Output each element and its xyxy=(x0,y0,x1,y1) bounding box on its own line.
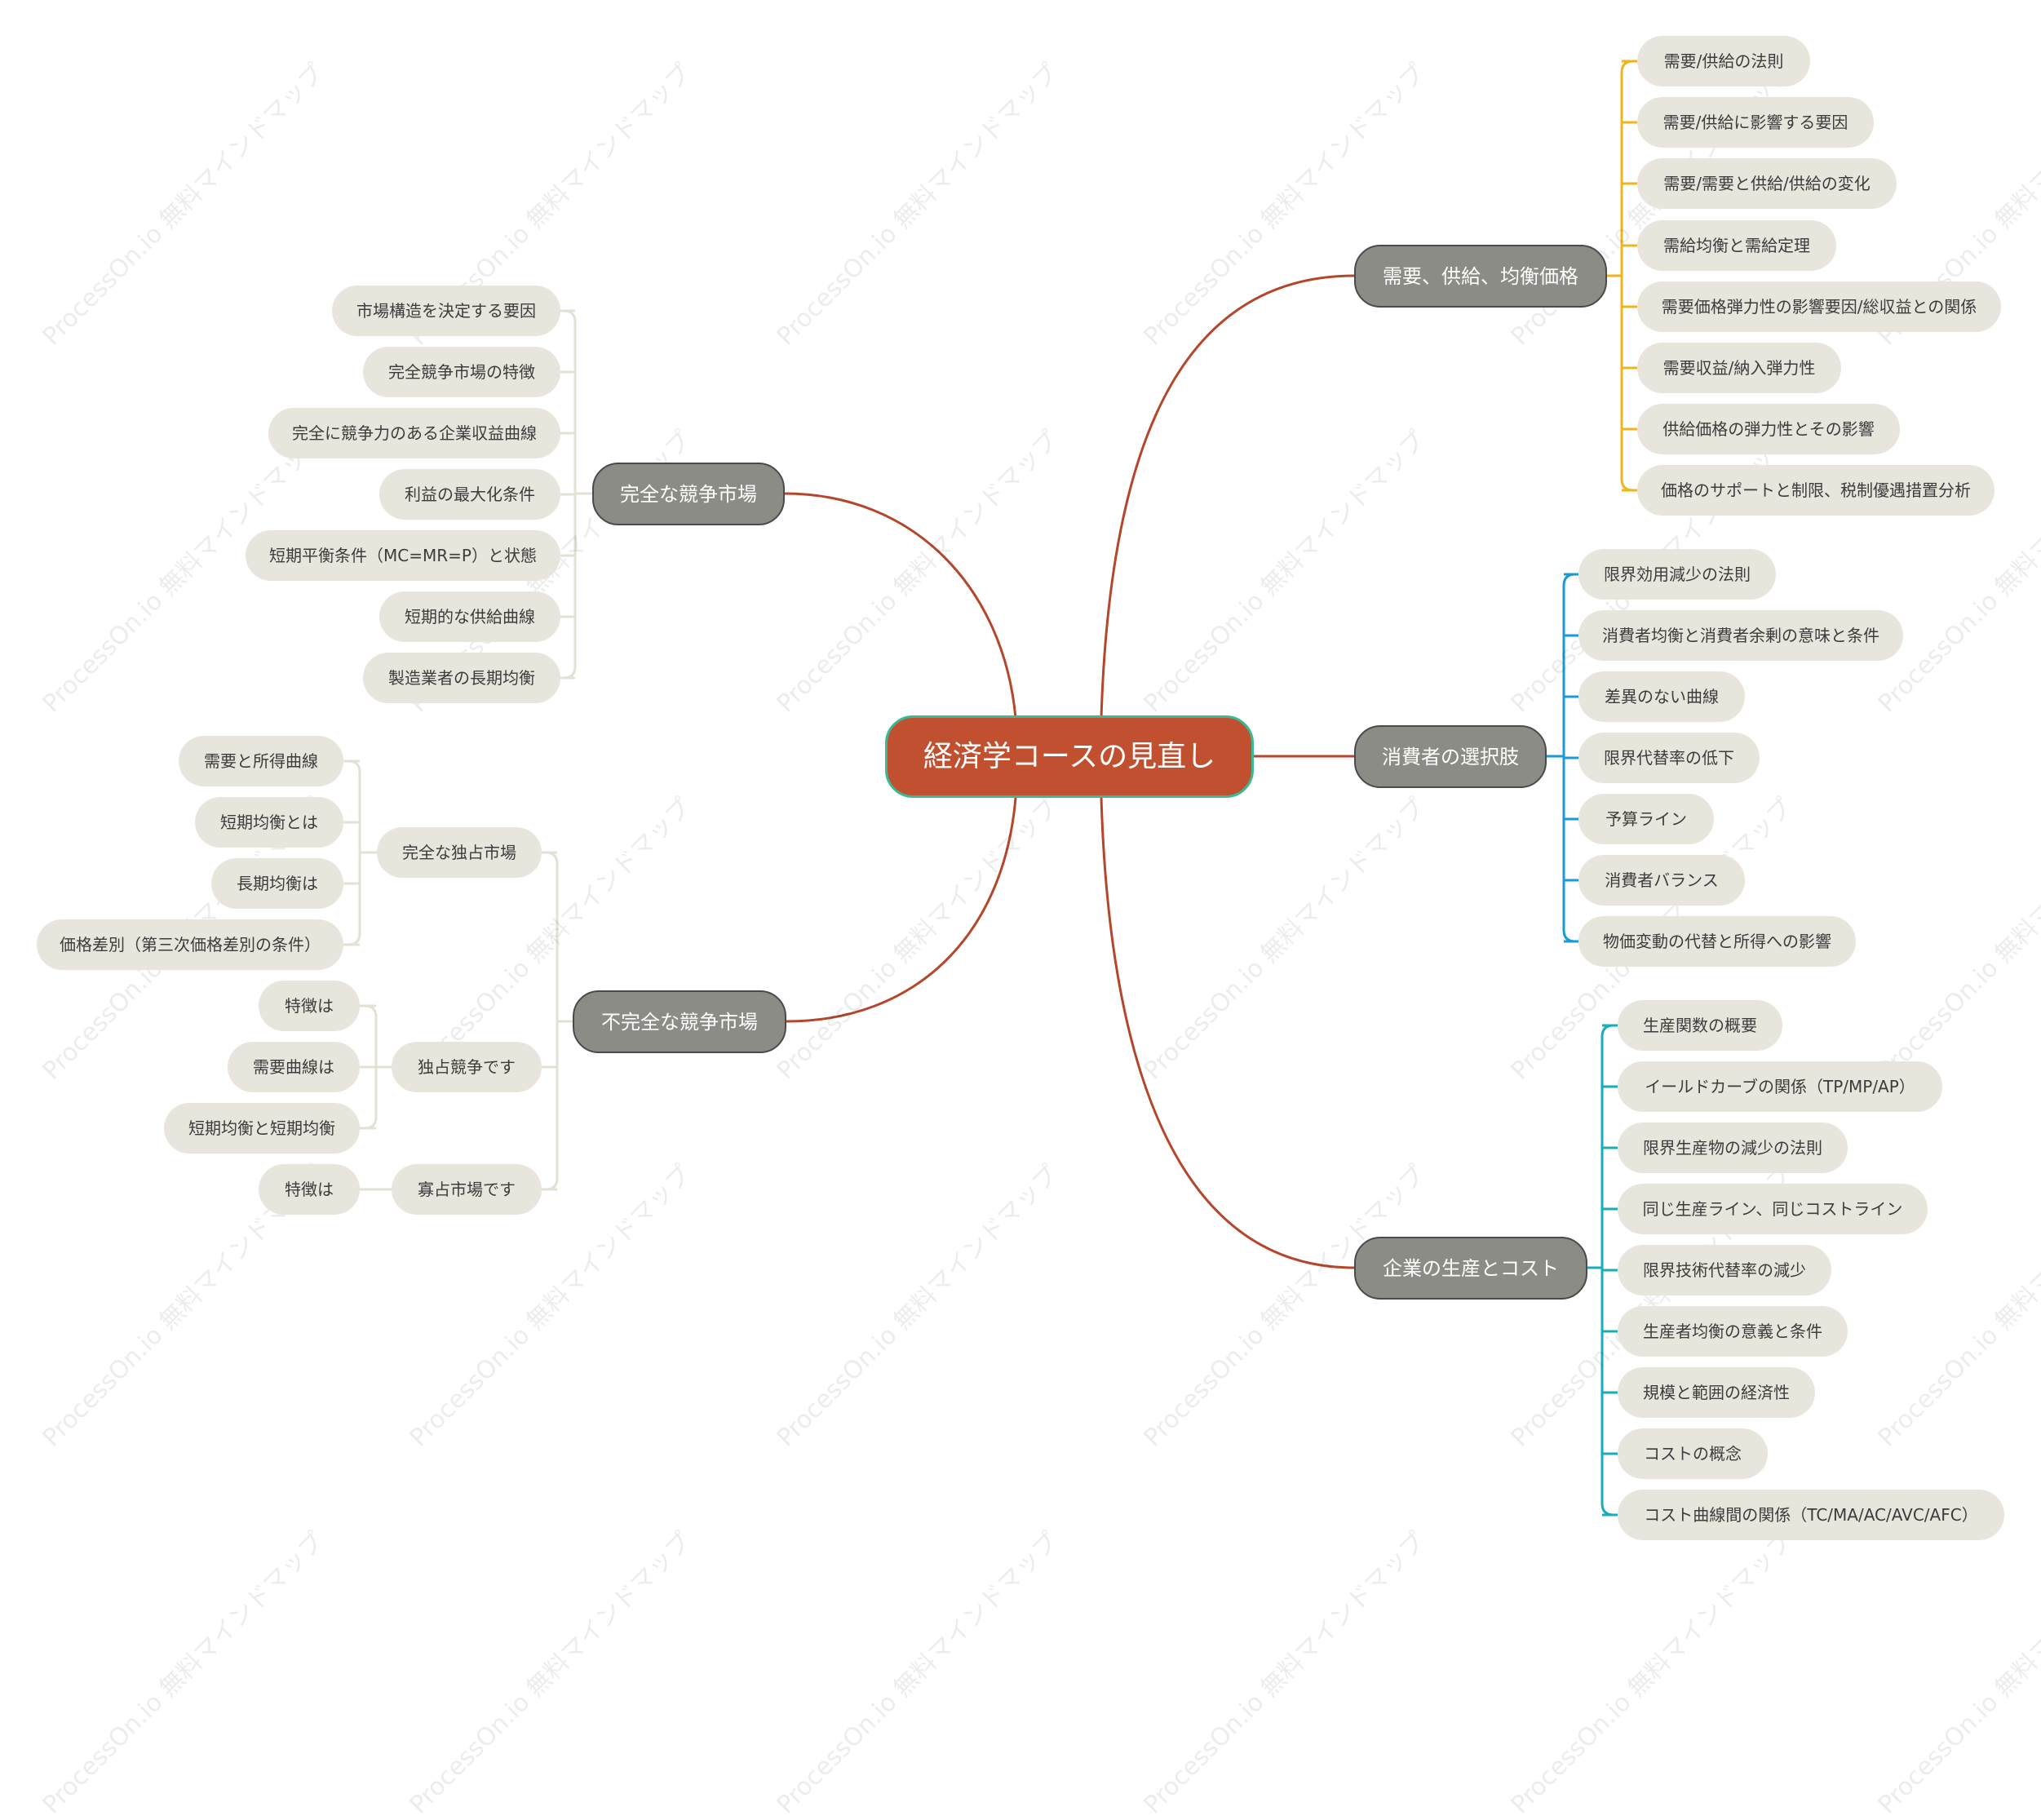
item-production-2[interactable]: イールドカーブの関係（TP/MP/AP） xyxy=(1618,1061,1942,1112)
item-monopolistic-3[interactable]: 短期均衡と短期均衡 xyxy=(164,1103,360,1154)
item-monopolistic-2[interactable]: 需要曲線は xyxy=(228,1042,360,1092)
item-production-1[interactable]: 生産関数の概要 xyxy=(1618,1000,1782,1051)
item-supply-demand-5[interactable]: 需要価格弾力性の影響要因/総収益との関係 xyxy=(1637,281,2001,332)
item-production-8[interactable]: コストの概念 xyxy=(1618,1428,1768,1479)
item-consumer-7[interactable]: 物価変動の代替と所得への影響 xyxy=(1578,916,1856,967)
topic-production-cost[interactable]: 企業の生産とコスト xyxy=(1354,1237,1587,1300)
item-perfect-competition-2[interactable]: 完全競争市場の特徴 xyxy=(363,347,560,397)
item-monopoly-4[interactable]: 価格差別（第三次価格差別の条件） xyxy=(37,919,343,970)
item-production-6[interactable]: 生産者均衡の意義と条件 xyxy=(1618,1306,1848,1357)
item-perfect-competition-1[interactable]: 市場構造を決定する要因 xyxy=(332,286,560,336)
item-consumer-6[interactable]: 消費者バランス xyxy=(1578,855,1745,906)
topic-perfect-competition[interactable]: 完全な競争市場 xyxy=(592,463,785,525)
topic-supply-demand[interactable]: 需要、供給、均衡価格 xyxy=(1354,245,1607,308)
connector-supply-demand xyxy=(1100,274,1355,719)
bracket-imperfect-competition-spine xyxy=(545,851,559,1191)
item-consumer-1[interactable]: 限界効用減少の法則 xyxy=(1578,549,1776,600)
group-oligopoly[interactable]: 寡占市場です xyxy=(392,1164,542,1215)
item-production-5[interactable]: 限界技術代替率の減少 xyxy=(1618,1245,1831,1295)
item-perfect-competition-3[interactable]: 完全に競争力のある企業収益曲線 xyxy=(268,408,560,458)
item-production-9[interactable]: コスト曲線間の関係（TC/MA/AC/AVC/AFC） xyxy=(1618,1490,2004,1540)
topic-imperfect-competition[interactable]: 不完全な競争市場 xyxy=(573,990,786,1053)
bracket-supply-demand-spine xyxy=(1620,60,1634,492)
item-supply-demand-1[interactable]: 需要/供給の法則 xyxy=(1637,36,1810,86)
item-supply-demand-6[interactable]: 需要収益/納入弾力性 xyxy=(1637,343,1841,393)
item-supply-demand-2[interactable]: 需要/供給に影響する要因 xyxy=(1637,97,1874,148)
item-perfect-competition-5[interactable]: 短期平衡条件（MC=MR=P）と状態 xyxy=(246,530,560,581)
item-consumer-2[interactable]: 消費者均衡と消費者余剰の意味と条件 xyxy=(1578,610,1903,661)
connector-imperfect-competition xyxy=(786,797,1017,1023)
item-perfect-competition-7[interactable]: 製造業者の長期均衡 xyxy=(363,653,560,703)
connector-perfect-competition xyxy=(784,492,1017,719)
item-monopolistic-1[interactable]: 特徴は xyxy=(259,981,360,1031)
connector-lines xyxy=(343,60,1637,1517)
item-supply-demand-7[interactable]: 供給価格の弾力性とその影響 xyxy=(1637,404,1900,454)
bracket-monopoly-spine xyxy=(348,759,361,946)
item-consumer-4[interactable]: 限界代替率の低下 xyxy=(1578,733,1760,783)
group-perfect-monopoly[interactable]: 完全な独占市場 xyxy=(377,827,542,878)
item-monopoly-2[interactable]: 短期均衡とは xyxy=(195,797,343,848)
item-production-7[interactable]: 規模と範囲の経済性 xyxy=(1618,1367,1815,1418)
item-production-4[interactable]: 同じ生産ライン、同じコストライン xyxy=(1618,1184,1928,1234)
item-supply-demand-4[interactable]: 需給均衡と需給定理 xyxy=(1637,220,1836,271)
item-consumer-3[interactable]: 差異のない曲線 xyxy=(1578,671,1745,722)
item-monopoly-3[interactable]: 長期均衡は xyxy=(211,858,343,909)
item-monopoly-1[interactable]: 需要と所得曲線 xyxy=(179,736,343,786)
item-oligopoly-1[interactable]: 特徴は xyxy=(259,1164,360,1215)
group-monopolistic-competition[interactable]: 独占競争です xyxy=(392,1042,542,1092)
item-perfect-competition-4[interactable]: 利益の最大化条件 xyxy=(379,469,560,520)
item-production-3[interactable]: 限界生産物の減少の法則 xyxy=(1618,1123,1848,1173)
item-perfect-competition-6[interactable]: 短期的な供給曲線 xyxy=(379,591,560,642)
root-topic[interactable]: 経済学コースの見直し xyxy=(885,715,1254,798)
item-supply-demand-8[interactable]: 価格のサポートと制限、税制優遇措置分析 xyxy=(1637,465,1995,516)
connector-production xyxy=(1100,797,1355,1269)
item-consumer-5[interactable]: 予算ライン xyxy=(1578,794,1714,844)
topic-consumer-choice[interactable]: 消費者の選択肢 xyxy=(1354,725,1547,788)
item-supply-demand-3[interactable]: 需要/需要と供給/供給の変化 xyxy=(1637,158,1897,209)
